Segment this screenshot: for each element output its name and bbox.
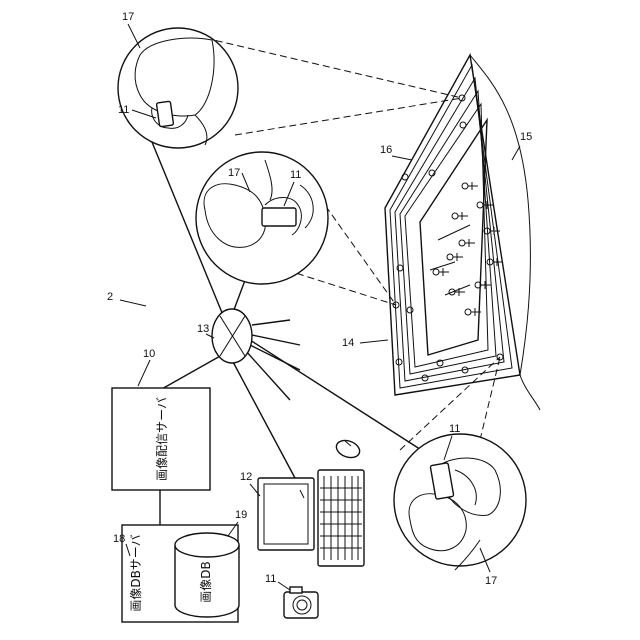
detail-circle-bottom [394, 434, 526, 570]
ref-17-right: 17 [485, 575, 497, 587]
camera-icon [284, 587, 318, 618]
ref-13: 13 [197, 323, 209, 335]
image-db: 画像DB [175, 533, 239, 617]
ref-11-right: 11 [449, 423, 460, 435]
detail-circle-top [118, 28, 238, 148]
detail-circle-middle [196, 152, 328, 284]
ref-17-mid: 17 [228, 167, 240, 179]
image-distribution-server-label: 画像配信サーバ [155, 397, 169, 481]
ref-18: 18 [113, 533, 125, 545]
ref-16: 16 [380, 144, 392, 156]
image-db-label: 画像DB [199, 561, 213, 602]
ref-15: 15 [520, 131, 532, 143]
ref-17-top: 17 [122, 11, 134, 23]
ref-11-camera: 11 [265, 573, 276, 585]
ref-11-top: 11 [118, 104, 129, 116]
ref-14: 14 [342, 337, 354, 349]
ref-10: 10 [143, 348, 155, 360]
image-db-server-label: 画像DBサーバ [129, 534, 143, 611]
stadium [385, 55, 540, 410]
ref-12: 12 [240, 471, 252, 483]
ref-19: 19 [235, 509, 247, 521]
image-distribution-server: 画像配信サーバ [112, 388, 210, 490]
network-node [212, 309, 252, 363]
ref-2: 2 [107, 291, 113, 303]
terminal-pc [258, 437, 364, 566]
ref-11-mid: 11 [290, 169, 301, 181]
